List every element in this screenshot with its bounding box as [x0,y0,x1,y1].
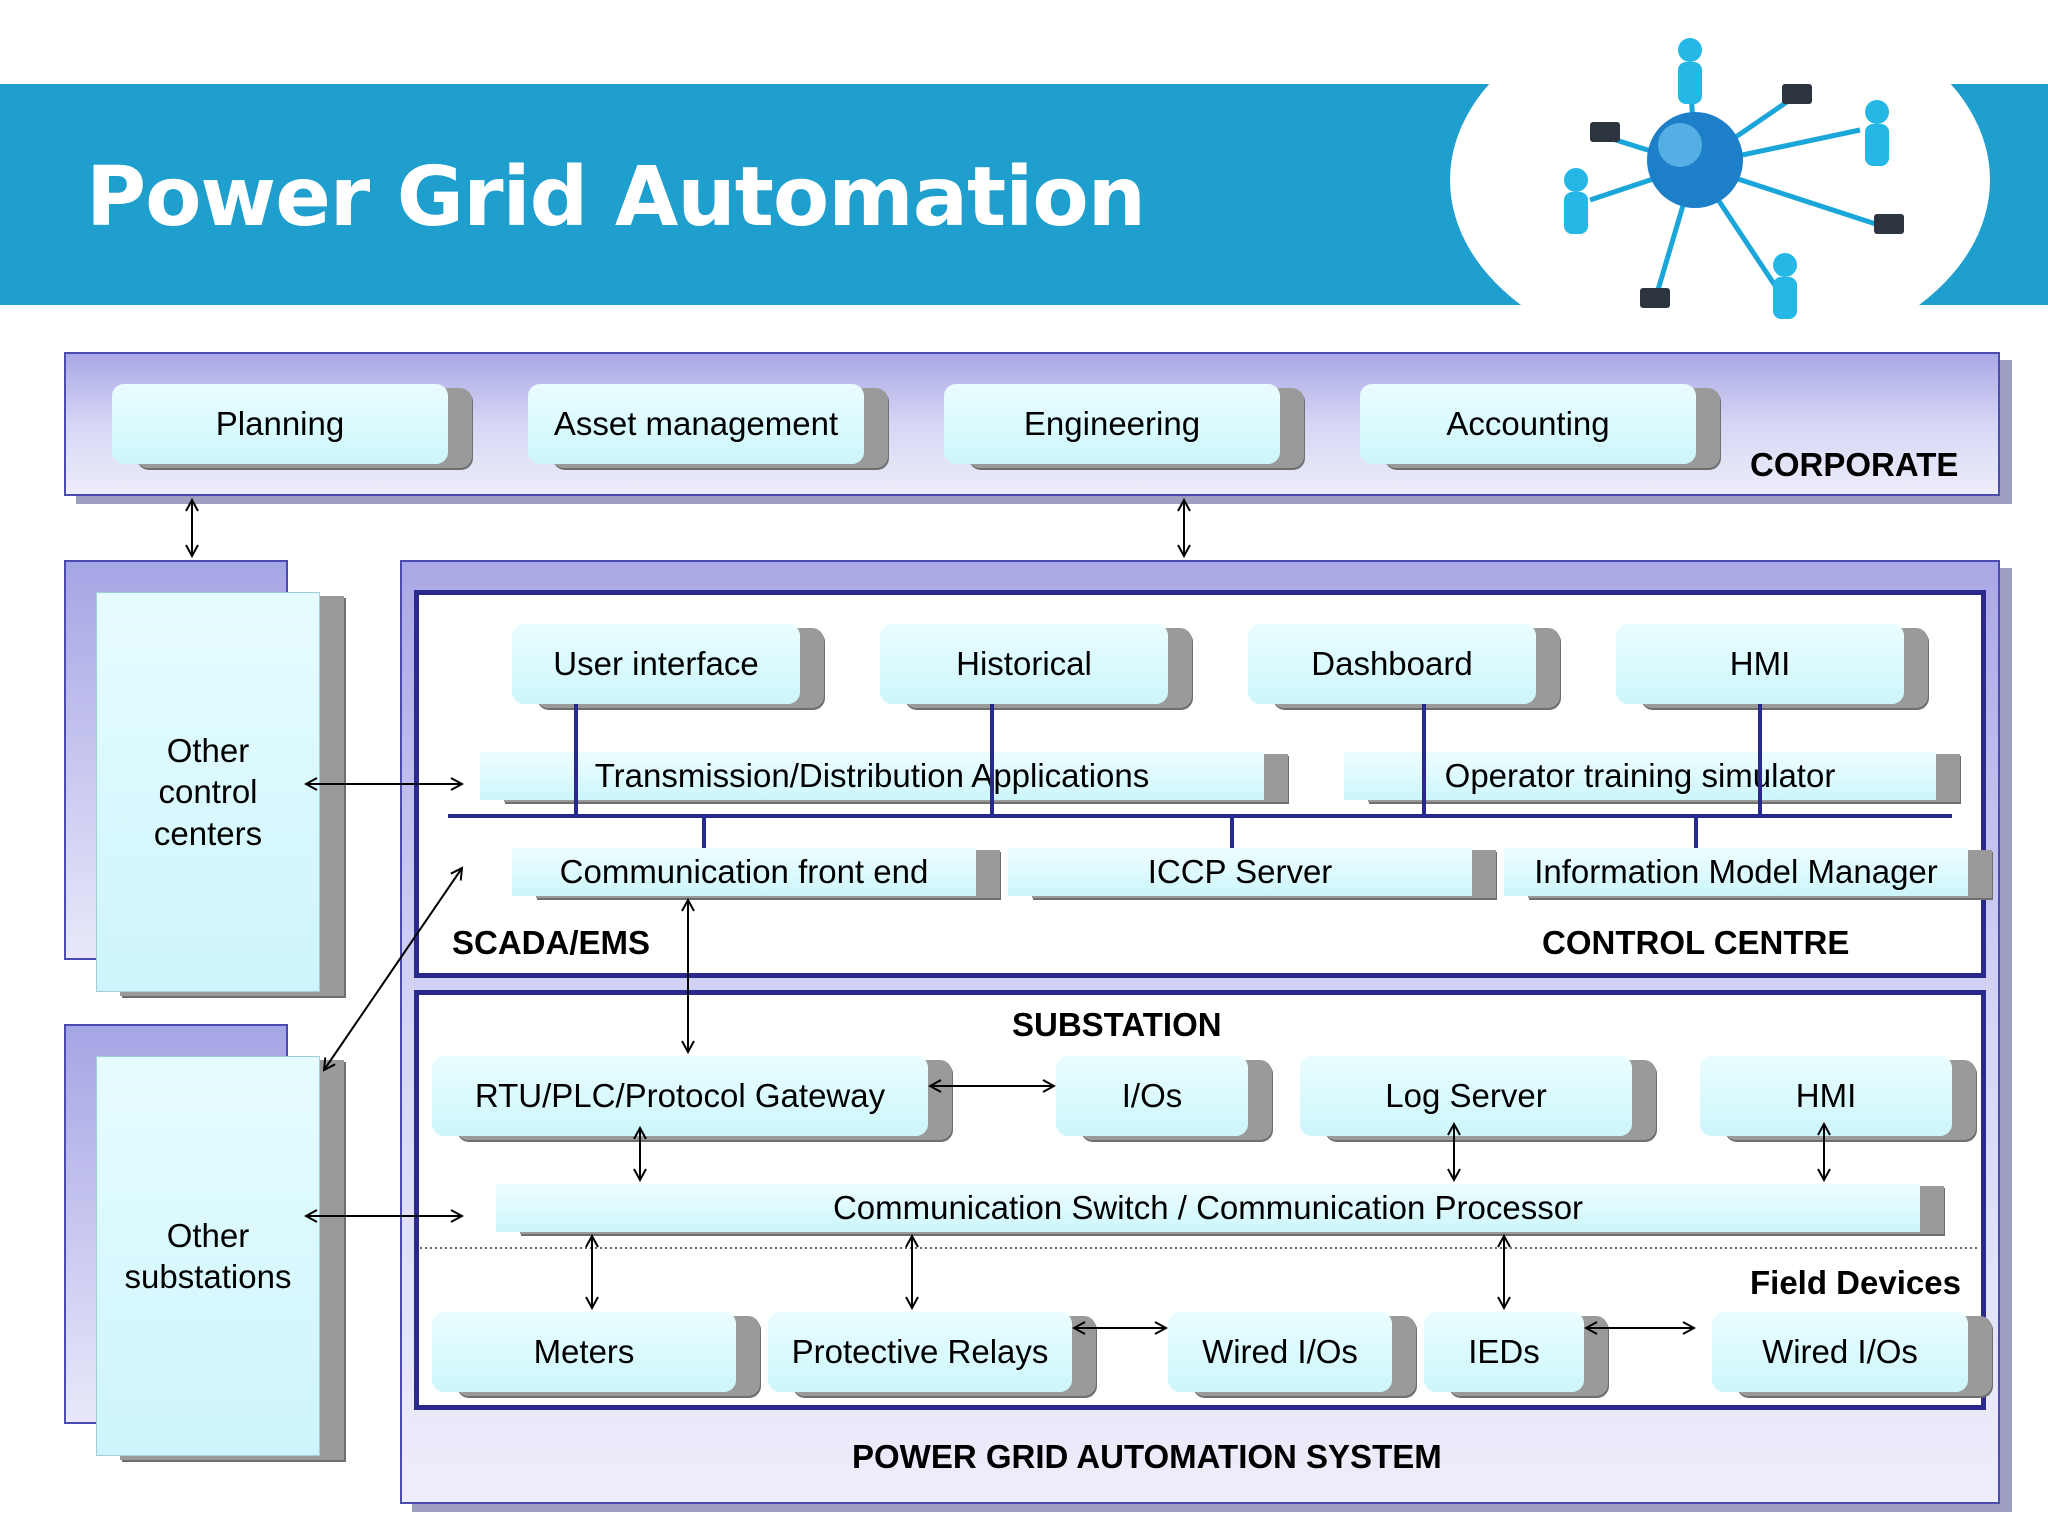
control-hmi-box: HMI [1616,624,1904,704]
information-model-manager-bar: Information Model Manager [1504,848,1968,896]
field-devices-label: Field Devices [1750,1264,1961,1301]
communication-switch-bar: Communication Switch / Communication Pro… [496,1184,1920,1232]
wired-ios-box-1: Wired I/Os [1168,1312,1392,1392]
communication-front-end-bar: Communication front end [512,848,976,896]
log-server-box: Log Server [1300,1056,1632,1136]
wired-ios-box-2: Wired I/Os [1712,1312,1968,1392]
planning-box: Planning [112,384,448,464]
engineering-box: Engineering [944,384,1280,464]
corporate-label: CORPORATE [1750,446,1959,483]
iccp-server-bar: ICCP Server [1008,848,1472,896]
operator-training-simulator-bar: Operator training simulator [1344,752,1936,800]
meters-box: Meters [432,1312,736,1392]
historical-box: Historical [880,624,1168,704]
rtu-plc-protocol-gateway-box: RTU/PLC/Protocol Gateway [432,1056,928,1136]
substation-ios-box: I/Os [1056,1056,1248,1136]
dashboard-box: Dashboard [1248,624,1536,704]
scada-ems-label: SCADA/EMS [452,924,651,961]
other-control-centers-box: Other control centers [96,592,320,992]
substation-label: SUBSTATION [1012,1006,1222,1043]
transmission-distribution-applications-bar: Transmission/Distribution Applications [480,752,1264,800]
user-interface-box: User interface [512,624,800,704]
globe-network-icon [1450,0,1990,365]
power-grid-automation-system-label: POWER GRID AUTOMATION SYSTEM [852,1438,1442,1475]
other-substations-box: Other substations [96,1056,320,1456]
ieds-box: IEDs [1424,1312,1584,1392]
control-centre-label: CONTROL CENTRE [1542,924,1850,961]
protective-relays-box: Protective Relays [768,1312,1072,1392]
accounting-box: Accounting [1360,384,1696,464]
page-title: Power Grid Automation [86,150,1146,245]
asset-management-box: Asset management [528,384,864,464]
